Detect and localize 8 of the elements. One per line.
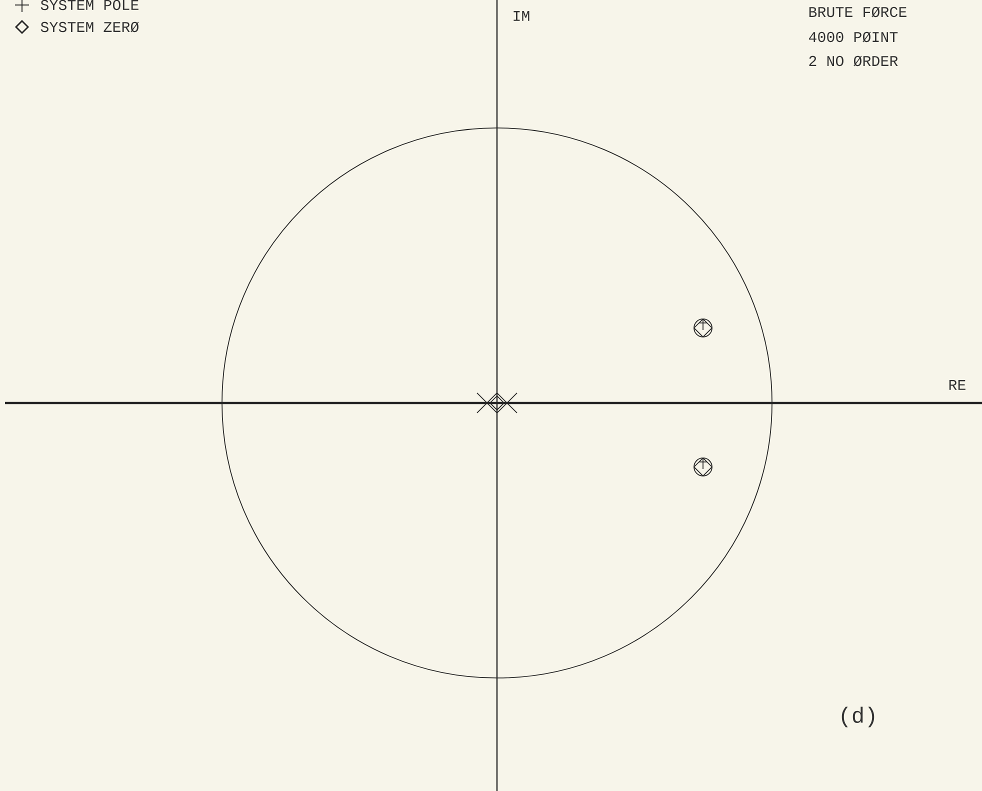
- axis-label: RE: [949, 380, 966, 390]
- axis-label: BRUTE FØRCE: [809, 6, 906, 18]
- axis-label: (d): [842, 706, 874, 728]
- axis-label: 4000 PØINT: [808, 32, 898, 42]
- legend-label: SYSTEM ZERØ: [40, 22, 139, 32]
- axis-label: 2 NO ØRDER: [809, 56, 898, 66]
- legend-label: SYSTEM POLE: [40, 0, 138, 10]
- axis-label: IM: [514, 11, 530, 21]
